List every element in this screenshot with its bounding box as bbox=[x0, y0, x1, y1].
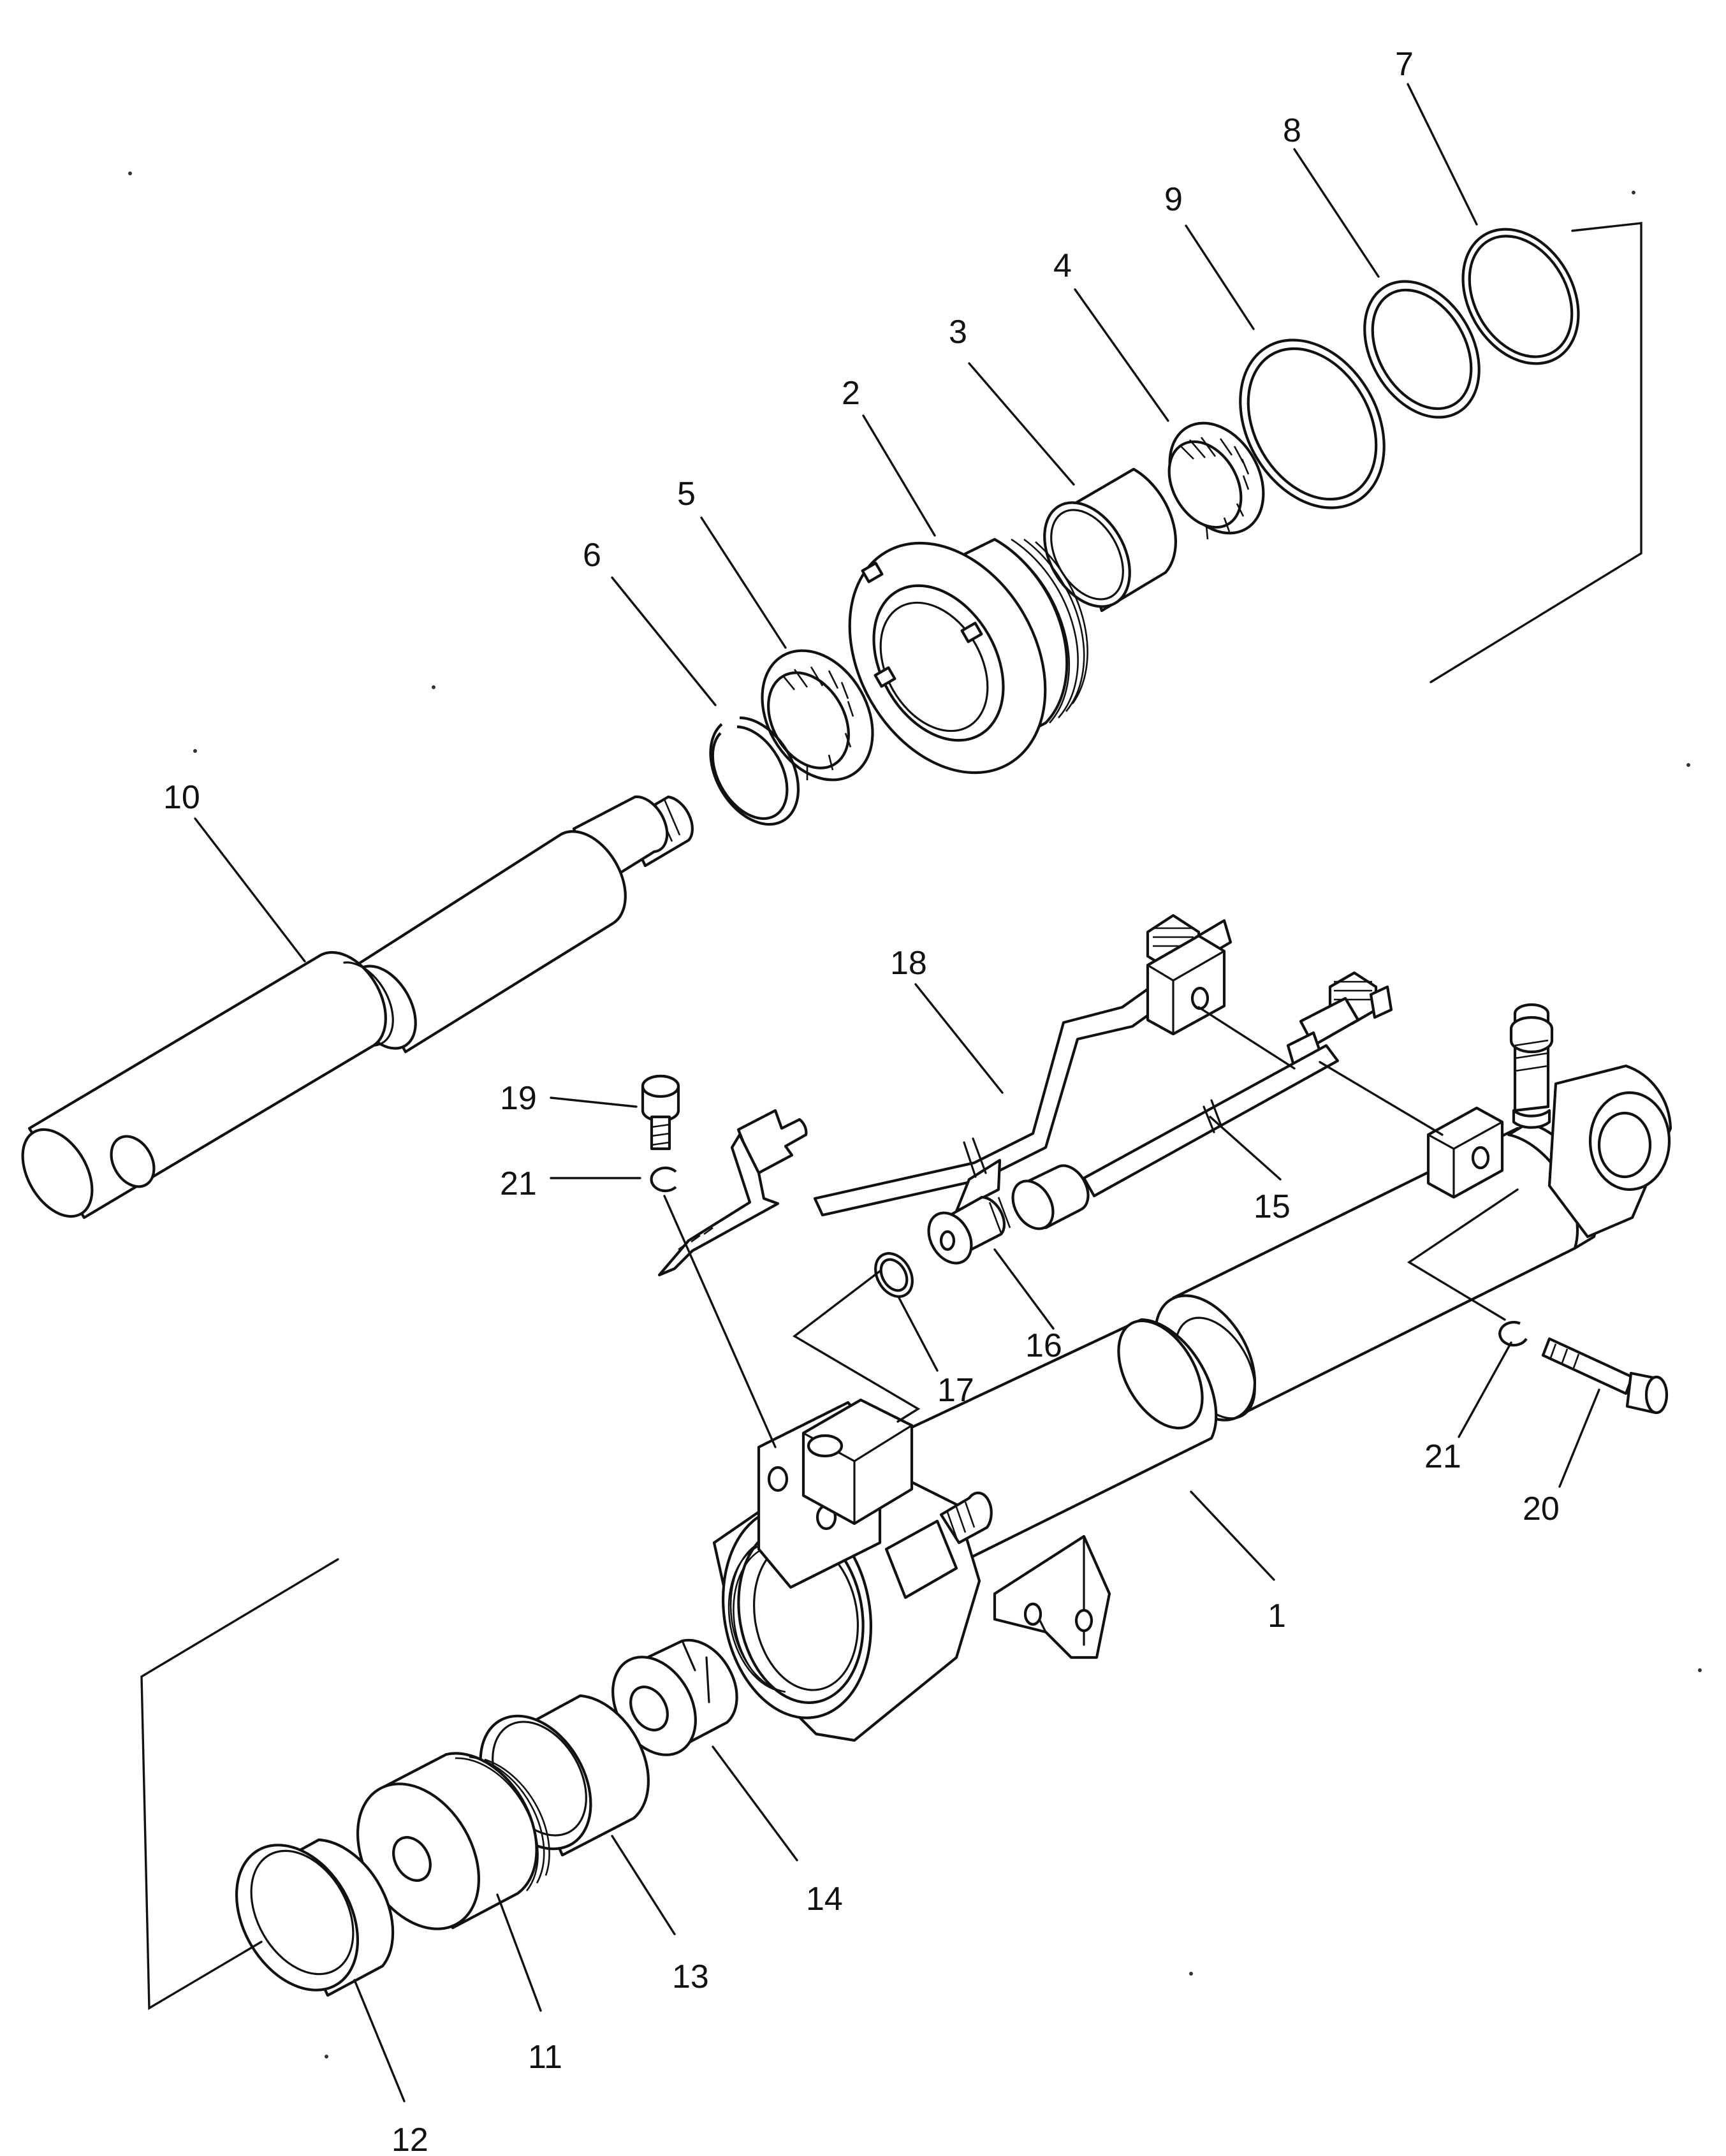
part-3-bushing bbox=[1043, 467, 1177, 613]
part-15-pipe bbox=[1082, 971, 1393, 1198]
part-2-cylinder-head bbox=[848, 537, 1088, 775]
label-11: 11 bbox=[528, 2039, 562, 2076]
label-6: 6 bbox=[583, 537, 601, 574]
label-21-rear: 21 bbox=[1424, 1438, 1461, 1475]
part-16-fitting bbox=[927, 1164, 1090, 1265]
label-20: 20 bbox=[1523, 1490, 1560, 1527]
label-12: 12 bbox=[391, 2122, 428, 2156]
label-9: 9 bbox=[1164, 181, 1183, 218]
label-14: 14 bbox=[806, 1881, 843, 1918]
part-9-ring bbox=[1239, 339, 1386, 509]
label-18: 18 bbox=[890, 945, 927, 982]
label-16: 16 bbox=[1025, 1327, 1062, 1364]
upper-group-bracket bbox=[1430, 222, 1642, 683]
label-19: 19 bbox=[500, 1080, 537, 1117]
label-2: 2 bbox=[842, 375, 860, 412]
label-8: 8 bbox=[1283, 112, 1301, 149]
label-21-upper: 21 bbox=[500, 1165, 537, 1202]
label-1: 1 bbox=[1268, 1598, 1286, 1635]
part-8-backup-ring bbox=[1363, 280, 1481, 419]
label-7: 7 bbox=[1395, 46, 1414, 83]
leader-lines bbox=[194, 83, 1600, 2102]
part-21-washer-upper bbox=[650, 1166, 677, 1193]
part-6-snap-ring bbox=[709, 716, 800, 826]
label-3: 3 bbox=[949, 314, 967, 351]
lower-group-bracket bbox=[140, 1558, 339, 2010]
part-7-o-ring bbox=[1461, 228, 1580, 365]
label-10: 10 bbox=[163, 779, 200, 816]
part-block-upper bbox=[1146, 934, 1226, 1036]
part-4-seal bbox=[1167, 421, 1265, 540]
label-4: 4 bbox=[1053, 247, 1072, 284]
label-5: 5 bbox=[677, 476, 696, 513]
scan-specks bbox=[128, 171, 1702, 2058]
part-1-cylinder-tube bbox=[712, 1003, 1672, 1742]
callout-labels: 7 8 9 4 3 2 5 6 10 18 19 21 15 16 17 1 2… bbox=[163, 46, 1560, 2156]
part-5-seal bbox=[761, 649, 874, 782]
part-11-piston bbox=[356, 1752, 550, 1930]
part-10-piston-rod bbox=[21, 795, 694, 1220]
label-13: 13 bbox=[672, 1958, 709, 1995]
part-20-bolt bbox=[1541, 1337, 1669, 1415]
label-17: 17 bbox=[937, 1372, 974, 1409]
part-17-o-ring bbox=[874, 1252, 914, 1298]
label-15: 15 bbox=[1254, 1188, 1291, 1225]
part-14-nut bbox=[611, 1638, 738, 1756]
part-21-washer-rear bbox=[1498, 1321, 1528, 1347]
part-19-bolt bbox=[641, 1074, 680, 1151]
part-12-wear-ring bbox=[235, 1838, 395, 1997]
